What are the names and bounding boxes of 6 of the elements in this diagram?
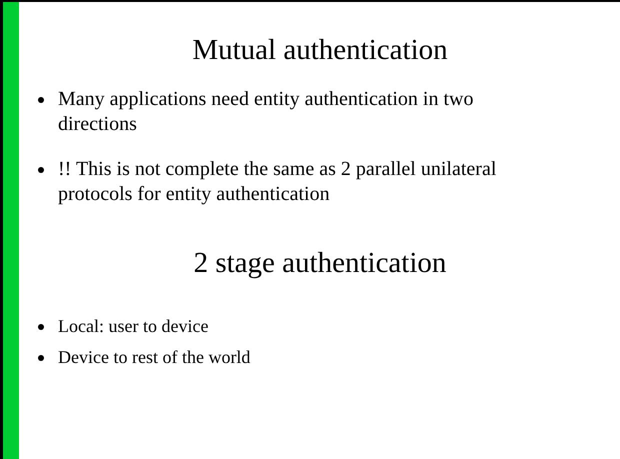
bullet-text: Device to rest of the world [58, 346, 252, 368]
bullet-text: !! This is not complete the same as 2 parallel unilateral protocols for entity authentication [58, 157, 498, 207]
bullet-text: Many applications need entity authentication in two directions [58, 87, 474, 137]
bullet-text: Local: user to device [58, 315, 210, 337]
heading: 2 stage authentication [192, 247, 448, 280]
heading: Mutual authentication [191, 34, 449, 67]
